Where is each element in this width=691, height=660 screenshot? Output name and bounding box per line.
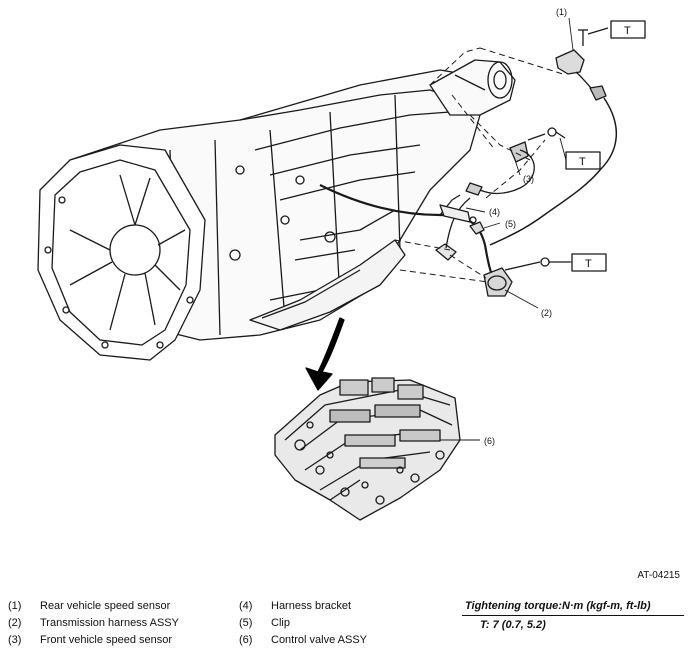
legend-number: (1) — [8, 600, 22, 612]
legend-item: (5) Clip — [239, 615, 367, 632]
transmission-exploded-diagram: (1) (2) (3) (4) (5) (6) T T T — [37, 7, 646, 521]
legend-label: Transmission harness ASSY — [40, 617, 179, 629]
harness-bracket — [439, 204, 477, 224]
extension-housing — [429, 59, 516, 116]
callout-3: (3) — [523, 174, 534, 184]
callout-4: (4) — [489, 207, 500, 217]
bell-housing — [37, 144, 206, 361]
legend-label: Rear vehicle speed sensor — [40, 600, 171, 612]
legend-right: (4) Harness bracket (5) Clip (6) Control… — [239, 598, 367, 649]
callout-2: (2) — [541, 308, 552, 318]
callout-1: (1) — [556, 7, 567, 17]
legend-label: Front vehicle speed sensor — [40, 634, 173, 646]
legend-number: (6) — [239, 634, 253, 646]
leader-lines — [440, 17, 574, 441]
legend-number: (3) — [8, 634, 22, 646]
dashed-guides — [394, 47, 567, 283]
callout-5: (5) — [505, 219, 516, 229]
callout-6: (6) — [484, 436, 495, 446]
legend-item: (1) Rear vehicle speed sensor — [8, 598, 179, 615]
legend-label: Clip — [271, 617, 290, 629]
legend-left: (1) Rear vehicle speed sensor (2) Transm… — [8, 598, 179, 649]
legend-item: (4) Harness bracket — [239, 598, 367, 615]
torque-box — [610, 20, 646, 39]
oil-pan — [249, 239, 406, 331]
legend-label: Harness bracket — [271, 600, 352, 612]
clip — [469, 221, 485, 235]
torque-mark: T — [585, 258, 592, 270]
down-arrow — [305, 317, 345, 391]
tightening-torque-spec: Tightening torque:N·m (kgf-m, ft-lb) T: … — [462, 598, 684, 634]
legend-number: (2) — [8, 617, 22, 629]
rear-vehicle-speed-sensor — [555, 27, 609, 101]
legend-label: Control valve ASSY — [271, 634, 367, 646]
legend-number: (4) — [239, 600, 253, 612]
torque-title: Tightening torque:N·m (kgf-m, ft-lb) — [462, 598, 684, 616]
torque-box — [571, 253, 607, 272]
legend-item: (2) Transmission harness ASSY — [8, 615, 179, 632]
control-valve-assy — [274, 377, 461, 521]
figure-code: AT-04215 — [637, 570, 680, 581]
legend-item: (6) Control valve ASSY — [239, 632, 367, 649]
torque-mark: T — [624, 25, 631, 37]
legend-number: (5) — [239, 617, 253, 629]
harness-cable — [319, 97, 617, 283]
torque-box — [565, 151, 601, 170]
front-vehicle-speed-sensor — [465, 127, 566, 196]
harness-connector-bracket — [483, 257, 570, 297]
legend-item: (3) Front vehicle speed sensor — [8, 632, 179, 649]
torque-value: T: 7 (0.7, 5.2) — [480, 619, 546, 631]
torque-mark: T — [579, 156, 586, 168]
